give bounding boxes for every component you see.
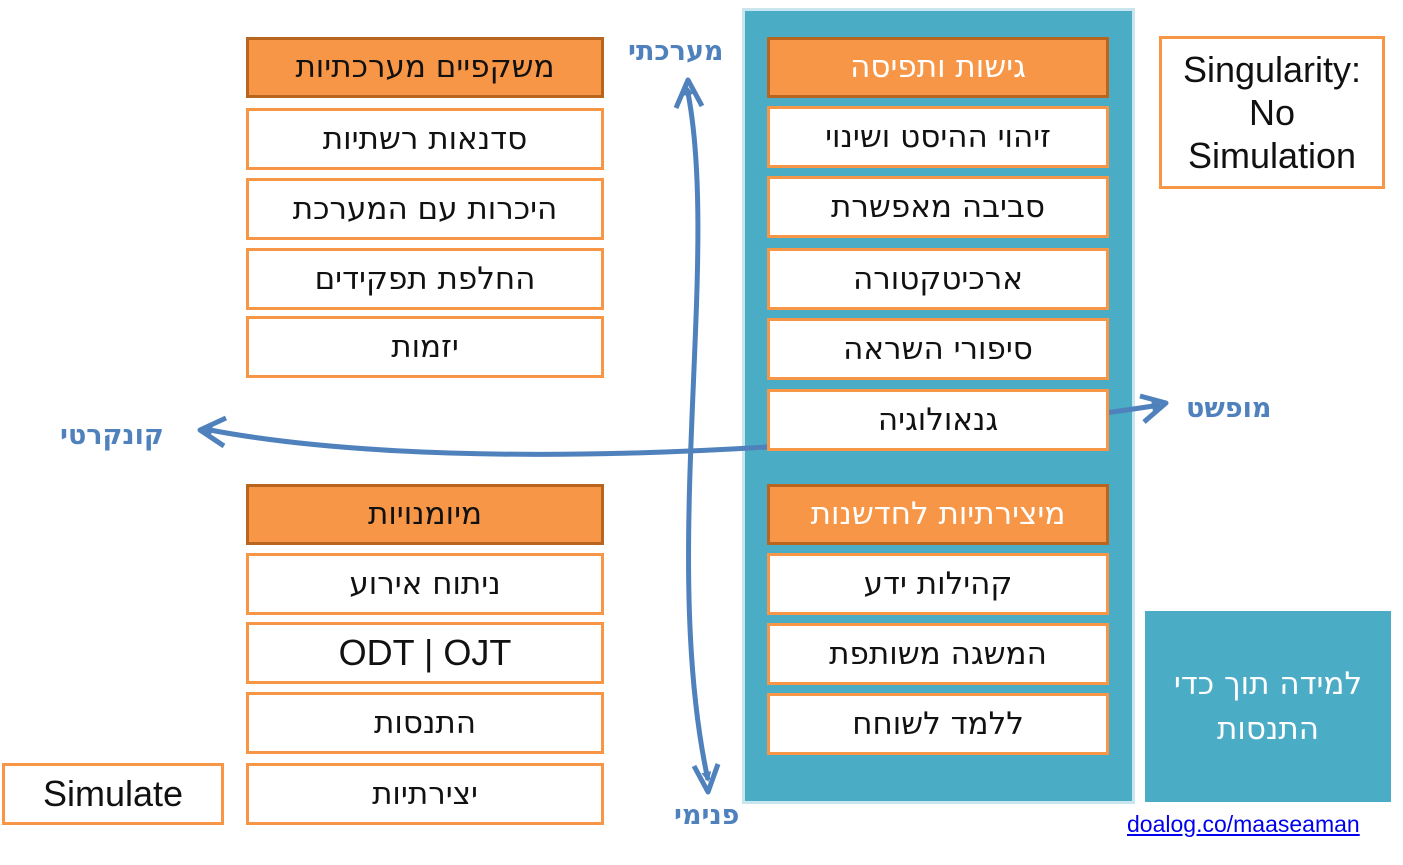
right-top-item-1: זיהוי ההיסט ושינוי [767, 106, 1109, 168]
systemic-glasses-header: משקפיים מערכתיות [246, 37, 604, 98]
source-link[interactable]: doalog.co/maaseaman [1127, 811, 1360, 837]
right-top-item-2: סביבה מאפשרת [767, 176, 1109, 238]
creativity-to-innovation-header: מיצירתיות לחדשנות [767, 484, 1109, 545]
arrowhead-right [1139, 393, 1169, 424]
simulate-box: Simulate [2, 763, 224, 825]
right-top-item-3: ארכיטקטורה [767, 248, 1109, 310]
arrowhead-top [673, 77, 705, 109]
left-top-item-1: סדנאות רשתיות [246, 108, 604, 170]
left-bottom-item-4: יצירתיות [246, 763, 604, 825]
left-top-item-4: יזמות [246, 316, 604, 378]
singularity-line-3: Simulation [1187, 135, 1357, 177]
singularity-box: Singularity: No Simulation [1159, 36, 1385, 189]
right-bottom-item-3: ללמד לשוחח [767, 693, 1109, 755]
left-bottom-item-1: ניתוח אירוע [246, 553, 604, 615]
right-bottom-item-2: המשגה משותפת [767, 623, 1109, 685]
right-top-item-4: סיפורי השראה [767, 318, 1109, 380]
right-bottom-item-1: קהילות ידע [767, 553, 1109, 615]
arrowhead-left [197, 415, 228, 449]
axis-label-systemic: מערכתי [628, 36, 724, 67]
axis-label-internal: פנימי [674, 800, 740, 831]
singularity-line-1: Singularity: [1182, 48, 1362, 90]
left-bottom-item-3: התנסות [246, 692, 604, 754]
left-top-item-3: החלפת תפקידים [246, 248, 604, 310]
approaches-header: גישות ותפיסה [767, 37, 1109, 98]
axis-label-abstract: מופשט [1186, 393, 1272, 424]
left-top-item-2: היכרות עם המערכת [246, 178, 604, 240]
right-top-item-5: גנאולוגיה [767, 389, 1109, 451]
axis-label-concrete: קונקרטי [60, 420, 164, 451]
vertical-axis-arrow [683, 85, 712, 782]
learning-through-experience-box: למידה תוך כדי התנסות [1145, 611, 1391, 802]
singularity-line-2: No [1248, 91, 1296, 133]
skills-header: מיומנויות [246, 484, 604, 545]
arrowhead-bottom [691, 763, 721, 795]
left-bottom-item-2: ODT | OJT [246, 622, 604, 684]
